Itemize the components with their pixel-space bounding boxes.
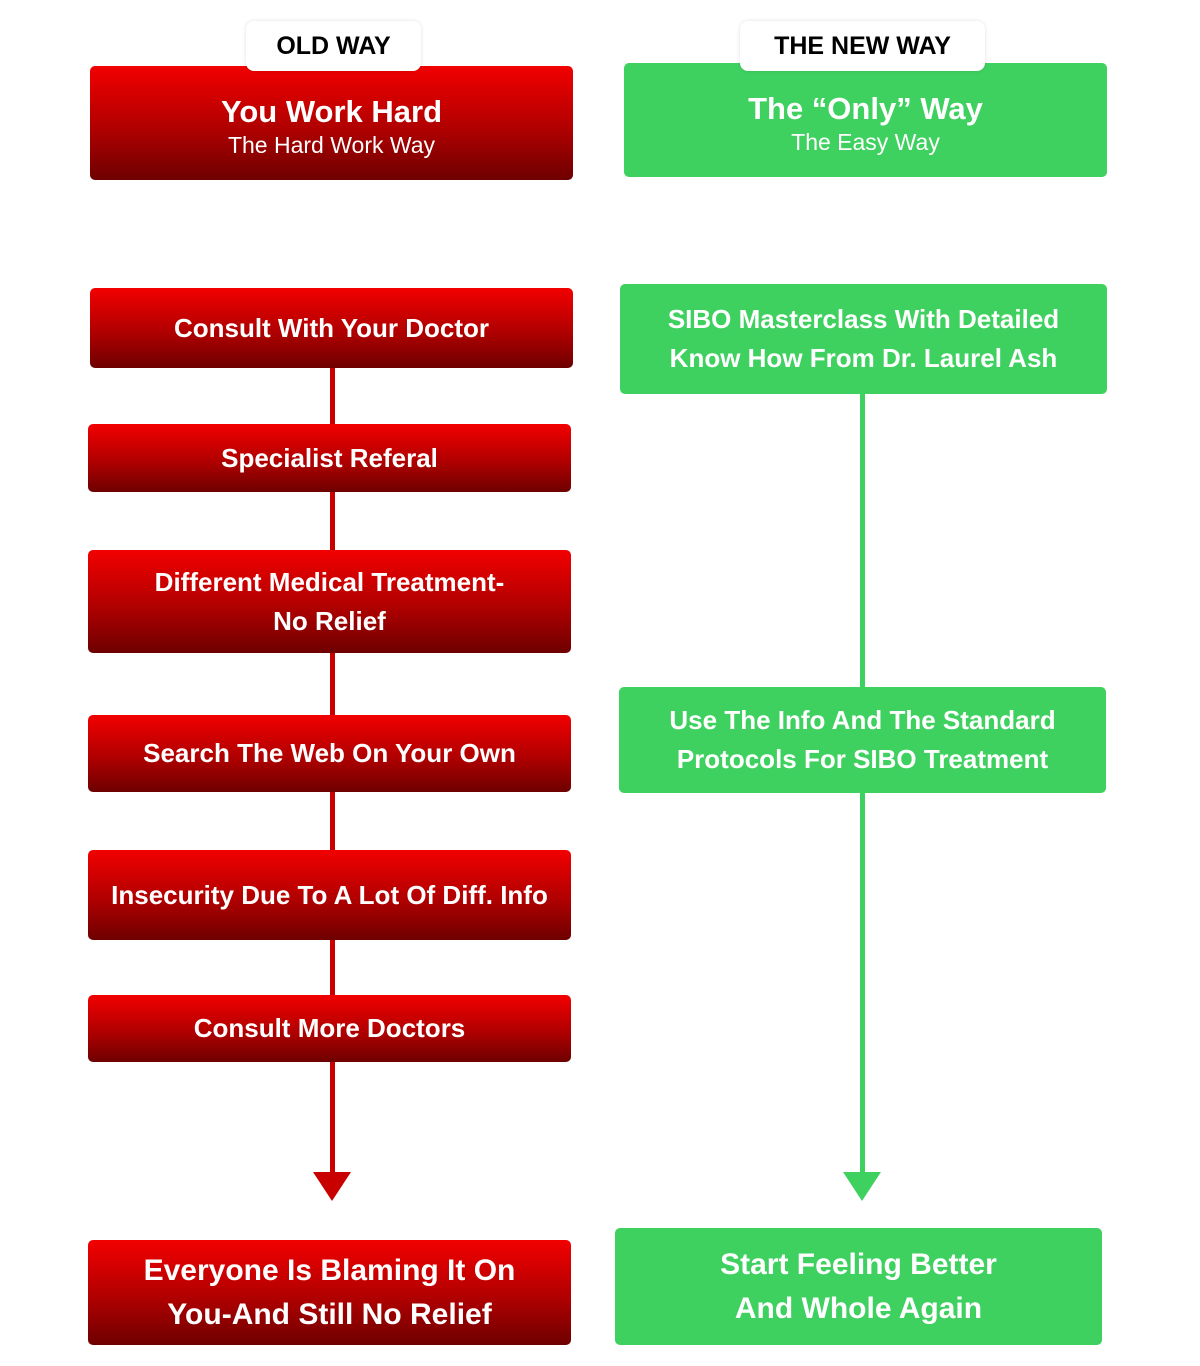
old-way-tab-label: OLD WAY — [276, 31, 391, 60]
old-step-3: Different Medical Treatment- No Relief — [88, 550, 571, 653]
old-step-1: Consult With Your Doctor — [90, 288, 573, 368]
new-way-header: The “Only” Way The Easy Way — [624, 63, 1107, 177]
old-way-result: Everyone Is Blaming It On You-And Still … — [88, 1240, 571, 1345]
old-way-tab: OLD WAY — [246, 21, 421, 71]
old-way-title: You Work Hard — [220, 94, 443, 129]
new-way-tab-label: THE NEW WAY — [774, 31, 951, 60]
new-step-2: Use The Info And The Standard Protocols … — [619, 687, 1106, 793]
old-way-arrow-icon — [313, 1172, 351, 1201]
old-step-5: Insecurity Due To A Lot Of Diff. Info — [88, 850, 571, 940]
new-way-subtitle: The Easy Way — [791, 129, 940, 155]
old-step-6: Consult More Doctors — [88, 995, 571, 1062]
old-way-header: You Work Hard The Hard Work Way — [90, 66, 573, 180]
old-way-subtitle: The Hard Work Way — [227, 132, 436, 158]
new-step-1: SIBO Masterclass With Detailed Know How … — [620, 284, 1107, 394]
old-step-2: Specialist Referal — [88, 424, 571, 492]
new-way-tab: THE NEW WAY — [740, 21, 985, 71]
new-way-arrow-icon — [843, 1172, 881, 1201]
old-step-4: Search The Web On Your Own — [88, 715, 571, 792]
new-way-result: Start Feeling Better And Whole Again — [615, 1228, 1102, 1345]
new-way-title: The “Only” Way — [748, 91, 983, 126]
